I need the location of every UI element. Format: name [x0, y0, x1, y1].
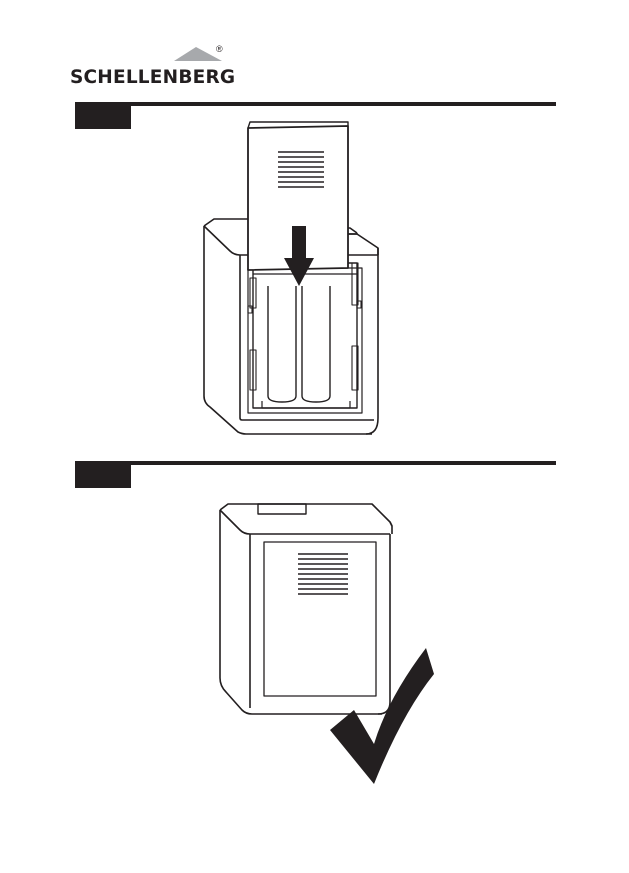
device-open-illustration	[190, 118, 390, 440]
brand-logo: ® SCHELLENBERG	[70, 44, 240, 90]
brand-name: SCHELLENBERG	[70, 67, 235, 88]
logo-roof-icon	[174, 47, 222, 63]
device-closed-illustration	[212, 498, 442, 788]
registered-mark: ®	[216, 44, 223, 54]
checkmark-icon	[330, 648, 434, 784]
step-1-divider	[75, 102, 556, 106]
step-2-divider	[75, 461, 556, 465]
step-2-tab	[75, 462, 131, 488]
front-vent-lines	[298, 554, 348, 594]
step-1-tab	[75, 103, 131, 129]
